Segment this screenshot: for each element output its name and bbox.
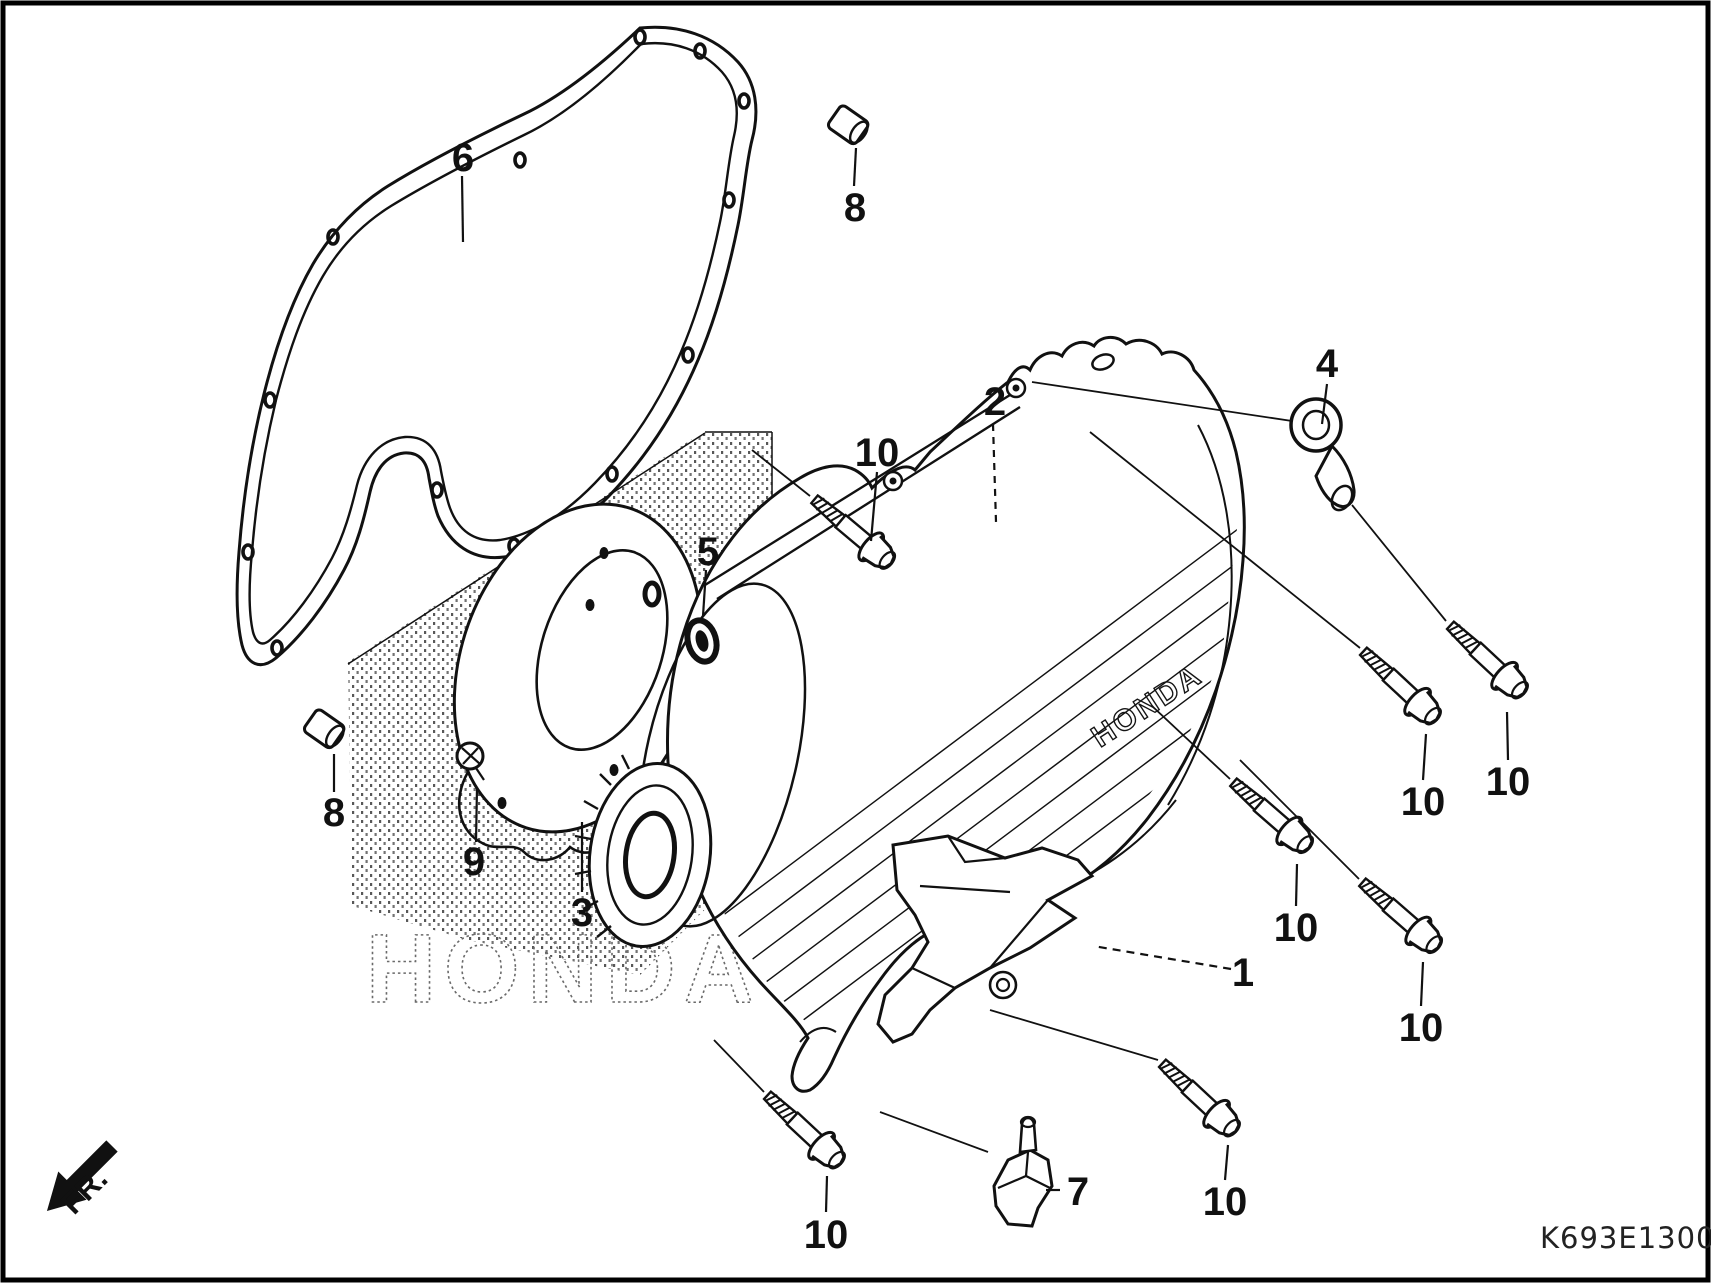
callout-bolt-bottom-right: 10 <box>1203 1180 1248 1224</box>
callout-bolt-bottom-left: 10 <box>804 1213 849 1257</box>
plate-grommet-hole <box>642 580 662 608</box>
callout-fixing-plate: 3 <box>571 891 593 935</box>
callout-bolt-right-3: 10 <box>1274 906 1319 950</box>
dowel-pin-upper-part <box>826 104 870 146</box>
dowel-pin-lower-part <box>302 708 346 750</box>
fixing-plate-part <box>452 502 704 862</box>
front-direction-marker: FR. <box>46 1140 118 1221</box>
assembly-lines <box>713 381 1447 1153</box>
front-arrow-icon <box>46 1140 118 1212</box>
plate-holes <box>497 547 619 809</box>
cover-crank-boss <box>574 754 713 948</box>
callout-bolt-right-1: 10 <box>1486 760 1531 804</box>
callout-setting-screw: 9 <box>463 840 485 884</box>
callout-flange-bolt-top: 10 <box>855 431 900 475</box>
flange-bolt-right-3 <box>1220 767 1323 863</box>
air-guide-part <box>876 834 1095 1044</box>
callout-bolt-right-4: 10 <box>1399 1006 1444 1050</box>
callout-dowel-pin-upper: 8 <box>844 186 866 230</box>
flange-bolt-bottom-left <box>754 1081 855 1178</box>
callout-air-guide: 1 <box>1232 951 1254 995</box>
callout-clamp: 4 <box>1316 342 1339 386</box>
front-direction-label: FR. <box>54 1161 114 1221</box>
callout-bolt-right-2: 10 <box>1401 780 1446 824</box>
callout-cover: 2 <box>984 380 1006 424</box>
clamp-part <box>1289 397 1356 512</box>
diagram-code: K693E1300 <box>1540 1221 1711 1255</box>
callout-mount-rubber: 7 <box>1067 1170 1089 1214</box>
gasket-bolt-holes <box>241 28 751 657</box>
callout-dowel-pin-lower: 8 <box>323 791 345 835</box>
flange-bolt-right-1 <box>1437 611 1538 708</box>
mount-rubber-part <box>992 1115 1054 1228</box>
callout-gasket: 6 <box>452 136 474 180</box>
flange-bolt-right-2 <box>1350 637 1451 734</box>
callout-grommet: 5 <box>697 530 719 574</box>
flange-bolt-right-4 <box>1349 867 1452 963</box>
flange-bolt-bottom-right <box>1149 1049 1250 1146</box>
callout-leaders <box>332 147 1510 1213</box>
honda-watermark: HONDA <box>366 914 762 1023</box>
setting-screw-part <box>455 741 485 781</box>
gasket-part <box>235 25 758 667</box>
grommet-part <box>684 617 720 665</box>
